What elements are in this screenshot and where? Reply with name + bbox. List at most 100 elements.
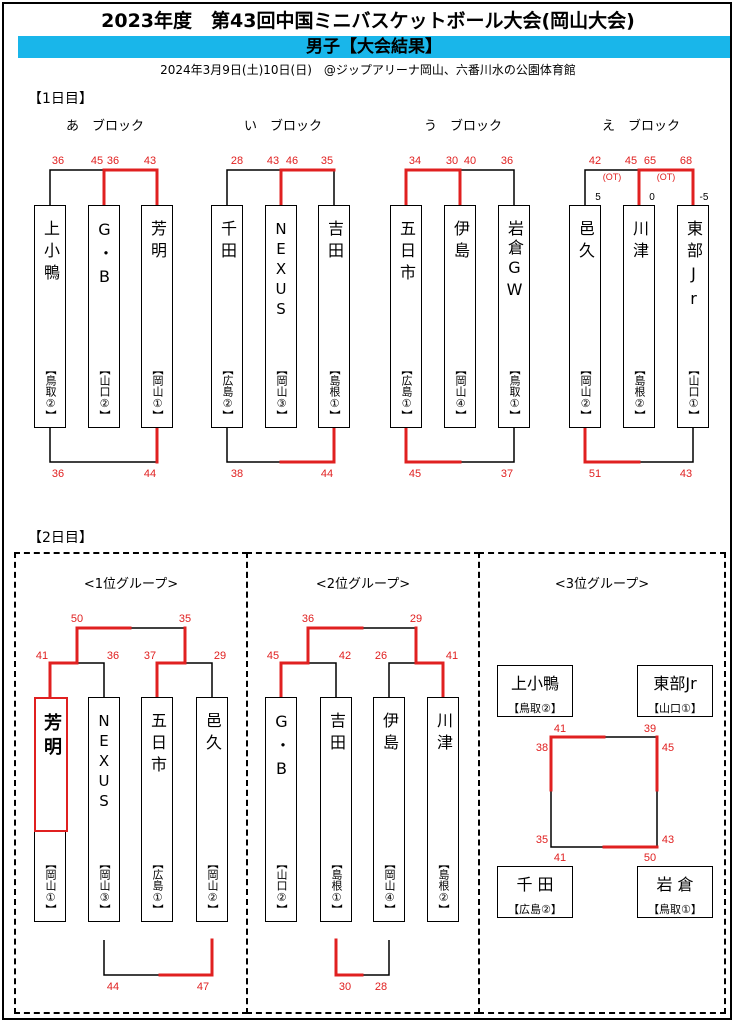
- score: 68: [680, 155, 692, 167]
- team-prefecture: 【岡山②】: [206, 858, 219, 915]
- score: 36: [501, 155, 513, 167]
- team-prefecture: 【島根②】: [633, 364, 646, 421]
- team-card: 【岡山①】: [34, 832, 66, 922]
- team-name: 芳明: [41, 713, 62, 761]
- team-name: 岩 倉: [656, 875, 694, 894]
- team-name: G・B: [95, 220, 114, 292]
- team-name: 邑久: [576, 220, 595, 264]
- team-card: 芳明【岡山①】: [141, 205, 173, 428]
- score: 44: [144, 468, 156, 480]
- team-card: G・B【山口②】: [265, 697, 297, 922]
- event-subtitle: 2024年3月9日(土)10日(日) @ジップアリーナ岡山、六番川水の公園体育館: [160, 63, 576, 77]
- group3-box: [478, 552, 726, 1014]
- group1-label: <1位グループ>: [83, 577, 179, 592]
- team-prefecture: 【岡山④】: [383, 858, 396, 915]
- score: 26: [375, 650, 387, 662]
- team-prefecture: 【広島①】: [151, 858, 164, 915]
- team-name: 千田: [218, 220, 237, 264]
- score: 45: [625, 155, 637, 167]
- team-prefecture: 【岡山②】: [579, 364, 592, 421]
- team-card: 吉田【島根①】: [320, 697, 352, 922]
- score: 47: [197, 981, 209, 993]
- score: 36: [52, 155, 64, 167]
- team-name: 伊島: [451, 220, 470, 264]
- team-prefecture: 【広島①】: [400, 364, 413, 421]
- score: 43: [144, 155, 156, 167]
- score: 29: [410, 613, 422, 625]
- group3-label: <3位グループ>: [554, 577, 650, 592]
- team-name: 上小鴨: [510, 674, 559, 693]
- score: 36: [107, 650, 119, 662]
- team-prefecture: 【鳥取①】: [648, 903, 702, 916]
- team-name: 芳明: [148, 220, 167, 264]
- score: 45: [91, 155, 103, 167]
- team-prefecture: 【岡山③】: [98, 858, 111, 915]
- block-i-label: い ブロック: [243, 119, 322, 134]
- score: 28: [375, 981, 387, 993]
- team-name: NEXUS: [95, 712, 113, 812]
- score: 38: [231, 468, 243, 480]
- score: 43: [267, 155, 279, 167]
- team-name: 千 田: [516, 875, 554, 894]
- team-card: 伊島【岡山④】: [444, 205, 476, 428]
- team-card: 吉田【島根①】: [318, 205, 350, 428]
- team-prefecture: 【広島②】: [221, 364, 234, 421]
- score: 36: [107, 155, 119, 167]
- team-prefecture: 【山口①】: [687, 364, 700, 421]
- team-card: 伊島【岡山④】: [373, 697, 405, 922]
- block-e-label: え ブロック: [601, 119, 680, 134]
- day2-label: 【2日目】: [28, 530, 93, 546]
- team-card: NEXUS 【岡山③】: [88, 697, 120, 922]
- score: 35: [179, 613, 191, 625]
- team-name: 川津: [630, 220, 649, 264]
- score: 46: [286, 155, 298, 167]
- score: 51: [589, 468, 601, 480]
- team-card: 千 田【広島②】: [497, 866, 573, 918]
- team-name: NEXUS: [272, 220, 290, 320]
- team-prefecture: 【岡山①】: [151, 364, 164, 421]
- score: 41: [36, 650, 48, 662]
- score: 39: [644, 723, 656, 735]
- team-card: 川津【島根②】: [427, 697, 459, 922]
- team-card: 五日市【広島①】: [141, 697, 173, 922]
- score: 45: [662, 742, 674, 754]
- score: 30: [446, 155, 458, 167]
- team-prefecture: 【岡山①】: [44, 858, 57, 915]
- team-name: 五日市: [148, 712, 167, 778]
- team-card: 岩倉GW【鳥取①】: [498, 205, 530, 428]
- team-card: 川津【島根②】: [623, 205, 655, 428]
- score: 34: [409, 155, 421, 167]
- team-name: 上小鴨: [41, 220, 60, 286]
- team-name: 東部Jr: [684, 220, 703, 314]
- score: 38: [536, 742, 548, 754]
- team-card-champion: 芳明: [34, 697, 68, 832]
- score: 29: [214, 650, 226, 662]
- score: 50: [71, 613, 83, 625]
- team-prefecture: 【岡山③】: [275, 364, 288, 421]
- team-card: G・B 【山口②】: [88, 205, 120, 428]
- overtime-note: (OT): [603, 172, 622, 182]
- score: 42: [589, 155, 601, 167]
- team-name: 五日市: [397, 220, 416, 286]
- team-card: 上小鴨【鳥取②】: [497, 665, 573, 717]
- score: 41: [446, 650, 458, 662]
- team-card: 五日市【広島①】: [390, 205, 422, 428]
- score: 36: [52, 468, 64, 480]
- team-prefecture: 【島根②】: [437, 858, 450, 915]
- team-card: 岩 倉【鳥取①】: [637, 866, 713, 918]
- group2-label: <2位グループ>: [315, 577, 411, 592]
- score: 44: [107, 981, 119, 993]
- point-diff: 0: [649, 192, 655, 203]
- score: 65: [644, 155, 656, 167]
- result-banner: 男子【大会結果】: [18, 36, 730, 58]
- score: 37: [144, 650, 156, 662]
- team-name: 吉田: [327, 712, 346, 756]
- block-a-label: あ ブロック: [65, 119, 144, 134]
- score: 43: [662, 834, 674, 846]
- score: 45: [267, 650, 279, 662]
- team-prefecture: 【広島②】: [508, 903, 562, 916]
- score: 50: [644, 852, 656, 864]
- team-name: 川津: [434, 712, 453, 756]
- team-prefecture: 【山口②】: [98, 364, 111, 421]
